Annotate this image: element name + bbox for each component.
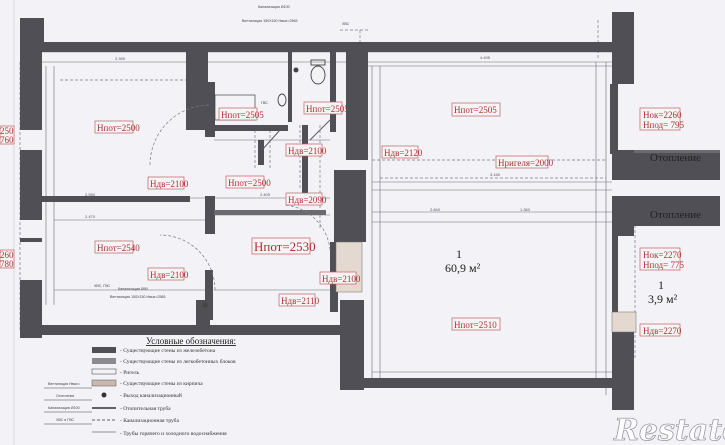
label-kitchen-height: Hпот=2500 (94, 120, 140, 134)
svg-text:Hпот=2540: Hпот=2540 (97, 243, 140, 253)
label-main-height: Hпот=2505 (451, 102, 501, 117)
svg-text:Hпот=2500: Hпот=2500 (228, 178, 271, 188)
svg-text:Hпот=2530: Hпот=2530 (254, 239, 316, 254)
label-beam-height: Hригеля=2000 (495, 155, 554, 169)
room-number: 1 (456, 247, 462, 261)
legend-left-item: Канализация Ø100 (48, 406, 80, 410)
pipe-notes: Канализация Ø100 Вентиляция 150Х150 Hвых… (94, 5, 350, 299)
dim-text: 2.840 (430, 207, 441, 212)
svg-text:Hдв=2100: Hдв=2100 (150, 179, 189, 189)
room-labels: 1 60,9 м² 1 3,9 м² (445, 247, 678, 306)
watermark-logo: Restate (613, 413, 725, 445)
legend-left-item: ХВС и ГВС (56, 418, 74, 422)
walls (20, 12, 720, 410)
svg-text:Hпот=2505: Hпот=2505 (306, 104, 349, 114)
room-area: 60,9 м² (445, 261, 481, 275)
legend-item: - Отопительная труба (120, 405, 171, 412)
room-area-small: 3,9 м² (648, 292, 678, 306)
svg-text:780: 780 (0, 259, 14, 269)
note-vent: Вентиляция 150Х150 Hвых=2565 (242, 19, 297, 23)
dim-text: 2.405 (260, 192, 271, 197)
svg-text:Hпот=2510: Hпот=2510 (454, 320, 497, 330)
svg-text:Hпот=2500: Hпот=2500 (97, 123, 140, 133)
legend-item: - Существующие стены из легкобетонных бл… (120, 358, 236, 365)
label-bottom-height: Hпот=2510 (451, 317, 501, 331)
svg-text:Hок=2260: Hок=2260 (643, 110, 682, 120)
heating-top: Отопление (650, 152, 701, 164)
label-door-d: Hдв=2090 (285, 192, 327, 206)
legend-item: - Выход канализационный (120, 392, 182, 399)
note-gvs: ГВС (261, 101, 268, 105)
dim-text: 2.470 (85, 214, 96, 219)
svg-text:250: 250 (0, 126, 14, 136)
dim-text: 4.495 (480, 55, 491, 60)
label-wc-height: Hпот=2505 (303, 101, 349, 115)
label-corridor-height: Hпот=2500 (225, 175, 271, 189)
sink-icon (277, 93, 287, 107)
svg-text:Hдв=2090: Hдв=2090 (288, 195, 327, 205)
svg-text:Hдв=2120: Hдв=2120 (384, 148, 423, 158)
svg-text:Hпод= 795: Hпод= 795 (643, 120, 684, 130)
height-labels: Hпот=2500 Hпот=2505 Hпот=2505 Hпот=2505 … (0, 101, 684, 337)
svg-text:260: 260 (0, 250, 14, 260)
note-hvs-gvs: ХВС, ГВС (94, 284, 110, 288)
legend-item: - Канализационная труба (120, 417, 179, 424)
dim-text: 2.590 (85, 192, 96, 197)
note-vent-bottom: Вентиляция 150Х150 Hвых=2565 (110, 295, 165, 299)
legend-item: - Существующие стены из железобетона (120, 347, 216, 354)
svg-text:Hдв=2100: Hдв=2100 (322, 274, 361, 284)
toilet-tank-icon (310, 59, 326, 66)
heating-labels: Отопление Отопление (650, 152, 701, 221)
label-hall-height: Hпот=2530 (251, 237, 316, 255)
label-door-right: Hдв=2270 (639, 323, 682, 337)
svg-text:Hдв=2270: Hдв=2270 (643, 326, 682, 336)
note-sewer: Канализация Ø90 (118, 287, 148, 291)
dim-text: 3.160 (490, 172, 501, 177)
svg-text:Hпот=2505: Hпот=2505 (454, 105, 497, 115)
label-door-c: Hдв=2100 (147, 176, 189, 190)
riser-icon (202, 302, 208, 308)
label-door-e: Hдв=2100 (147, 267, 189, 281)
svg-text:Hдв=2100: Hдв=2100 (288, 146, 327, 156)
svg-text:Hригеля=2000: Hригеля=2000 (498, 158, 554, 168)
toilet-icon (310, 65, 326, 85)
label-left-height: Hпот=2540 (94, 240, 140, 254)
room-number-small: 1 (658, 278, 664, 292)
svg-text:Hдв=2110: Hдв=2110 (281, 296, 320, 306)
label-door-f: Hдв=2100 (319, 271, 361, 285)
legend-title: Условные обозначения: (146, 336, 236, 346)
svg-text:Hпод= 775: Hпод= 775 (643, 260, 684, 270)
legend-item: - Трубы горячего и холодного водоснабжен… (120, 430, 227, 437)
label-door-b: Hдв=2120 (381, 145, 423, 159)
dim-text: 1.360 (520, 207, 531, 212)
legend: Условные обозначения: - Существующие сте… (44, 336, 236, 437)
door-swings (149, 104, 331, 291)
note-pipe: Канализация Ø100 (258, 5, 290, 9)
legend-item: - Ригель (120, 370, 140, 376)
legend-left-item: Вентиляция Hвых= (48, 382, 80, 386)
heating-bottom: Отопление (650, 209, 701, 221)
svg-text:760: 760 (0, 135, 14, 145)
dim-text: 2.395 (115, 56, 126, 61)
svg-text:Hдв=2100: Hдв=2100 (150, 270, 189, 280)
svg-text:Hок=2270: Hок=2270 (643, 250, 682, 260)
svg-text:Hпот=2505: Hпот=2505 (221, 110, 264, 120)
legend-left-item: Отопление (56, 394, 74, 398)
dimension-numbers: 2.395 4.495 2.590 2.470 2.405 3.160 2.84… (85, 55, 531, 219)
legend-item: - Существующие стены из кирпича (120, 381, 203, 387)
riser-icon (293, 67, 299, 73)
note-hvs: ХВС (342, 22, 350, 26)
label-door-g: Hдв=2110 (278, 293, 320, 307)
label-door-a: Hдв=2100 (285, 143, 327, 157)
label-bath-height: Hпот=2505 (218, 107, 264, 121)
